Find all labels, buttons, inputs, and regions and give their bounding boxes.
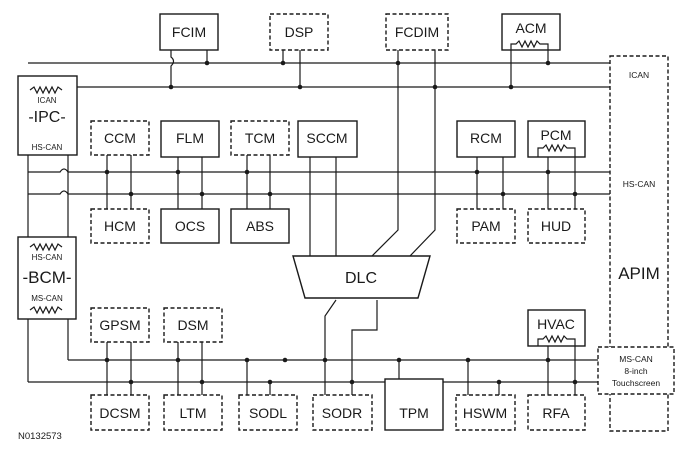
apim-label: APIM (618, 264, 660, 283)
svg-text:DCSM: DCSM (99, 405, 140, 421)
svg-text:LTM: LTM (180, 405, 207, 421)
module-dsp: DSP (269, 13, 329, 51)
svg-text:RCM: RCM (470, 130, 502, 146)
module-flm: FLM (160, 120, 220, 158)
module-hcm: HCM (90, 208, 150, 244)
svg-text:HS-CAN: HS-CAN (32, 143, 63, 152)
figure-id: N0132573 (18, 431, 62, 442)
ipc-label: -IPC- (28, 109, 65, 126)
module-tcm: TCM (230, 120, 290, 156)
module-sodr: SODR (312, 394, 373, 431)
svg-text:8-inch: 8-inch (624, 366, 647, 376)
svg-text:TPM: TPM (399, 405, 429, 421)
svg-text:HUD: HUD (541, 218, 571, 234)
module-pcm: PCM (527, 120, 586, 158)
svg-text:HVAC: HVAC (537, 316, 575, 332)
module-sccm: SCCM (297, 120, 358, 158)
module-gpsm: GPSM (90, 307, 150, 343)
svg-text:OCS: OCS (175, 218, 205, 234)
svg-text:FCIM: FCIM (172, 24, 206, 40)
ican-bus-label: ICAN (629, 70, 649, 80)
svg-text:MS-CAN: MS-CAN (619, 354, 653, 364)
module-ipc: ICAN -IPC- HS-CAN (17, 75, 78, 156)
hscan-bus-label: HS-CAN (623, 179, 656, 189)
svg-text:CCM: CCM (104, 130, 136, 146)
svg-text:HSWM: HSWM (463, 405, 507, 421)
module-rfa: RFA (527, 394, 586, 431)
module-fcim: FCIM (159, 13, 219, 51)
svg-text:ICAN: ICAN (37, 96, 56, 105)
module-dsm: DSM (163, 307, 223, 343)
module-dcsm: DCSM (90, 394, 150, 431)
module-rcm: RCM (456, 120, 516, 158)
svg-text:PCM: PCM (540, 127, 571, 143)
module-tpm: TPM (384, 378, 444, 431)
svg-text:TCM: TCM (245, 130, 275, 146)
module-pam: PAM (456, 208, 516, 244)
module-hud: HUD (527, 208, 586, 244)
svg-text:Touchscreen: Touchscreen (612, 378, 660, 388)
svg-text:HCM: HCM (104, 218, 136, 234)
svg-text:FLM: FLM (176, 130, 204, 146)
wiring (27, 50, 610, 395)
svg-text:ACM: ACM (515, 20, 546, 36)
svg-text:RFA: RFA (542, 405, 570, 421)
module-bcm: HS-CAN -BCM- MS-CAN (17, 236, 77, 320)
mscan-touchscreen-box: MS-CAN 8-inch Touchscreen (597, 346, 675, 395)
svg-text:SODL: SODL (249, 405, 287, 421)
module-acm: ACM (501, 13, 561, 51)
module-ccm: CCM (90, 120, 150, 156)
svg-text:MS-CAN: MS-CAN (31, 294, 63, 303)
svg-text:SODR: SODR (322, 405, 362, 421)
module-sodl: SODL (238, 394, 298, 431)
junction-dots (104, 60, 578, 385)
bcm-label: -BCM- (22, 268, 71, 287)
svg-text:SCCM: SCCM (306, 130, 347, 146)
module-ltm: LTM (163, 394, 223, 431)
module-abs: ABS (230, 208, 290, 244)
dlc-label: DLC (345, 270, 377, 287)
svg-text:GPSM: GPSM (99, 317, 140, 333)
module-ocs: OCS (160, 208, 220, 244)
svg-text:DSM: DSM (177, 317, 208, 333)
module-hvac: HVAC (527, 309, 586, 347)
dlc-connector: DLC (292, 255, 431, 299)
svg-text:ABS: ABS (246, 218, 274, 234)
svg-text:FCDIM: FCDIM (395, 24, 439, 40)
module-hswm: HSWM (455, 394, 516, 431)
svg-text:HS-CAN: HS-CAN (32, 253, 63, 262)
svg-text:PAM: PAM (471, 218, 500, 234)
module-fcdim: FCDIM (385, 13, 449, 51)
svg-text:DSP: DSP (285, 24, 314, 40)
